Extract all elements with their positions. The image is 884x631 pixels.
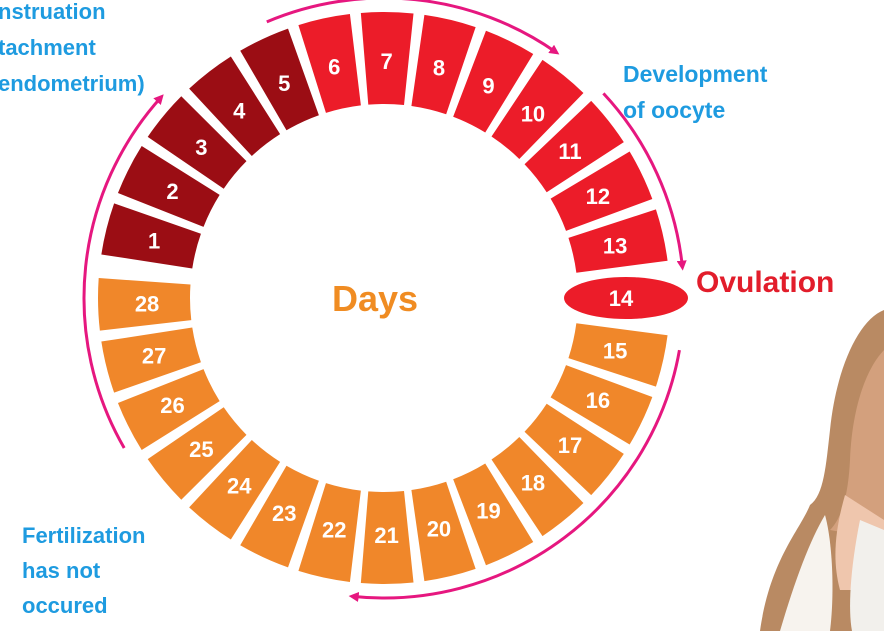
- day-number-label: 26: [160, 393, 184, 418]
- annotation-line: Development: [623, 56, 767, 92]
- day-number-label: 2: [166, 179, 178, 204]
- fertilization-annotation: Fertilization has not occured: [22, 518, 145, 623]
- day-segment-14: 14: [564, 277, 688, 319]
- day-number-label: 20: [427, 517, 451, 542]
- day-number-label: 24: [227, 474, 252, 499]
- annotation-line: tachment: [0, 30, 145, 66]
- day-number-label: 21: [374, 523, 398, 548]
- day-number-label: 10: [521, 102, 545, 127]
- development-annotation: Development of oocyte: [623, 56, 767, 128]
- day-number-label: 12: [586, 184, 610, 209]
- day-number-label: 16: [586, 388, 610, 413]
- annotation-line: endometrium): [0, 66, 145, 102]
- day-number-label: 9: [482, 73, 494, 98]
- day-segment-21: 21: [361, 491, 414, 584]
- day-number-label: 27: [142, 344, 166, 369]
- woman-photo: [740, 290, 884, 631]
- annotation-line: of oocyte: [623, 92, 767, 128]
- day-number-label: 3: [195, 135, 207, 160]
- day-number-label: 8: [433, 55, 445, 80]
- day-number-label: 17: [558, 433, 582, 458]
- day-number-label: 7: [381, 49, 393, 74]
- day-number-label: 18: [521, 470, 545, 495]
- annotation-line: nstruation: [0, 0, 145, 30]
- center-label: Days: [332, 278, 418, 320]
- day-segment-28: 28: [98, 278, 191, 331]
- annotation-line: has not: [22, 553, 145, 588]
- day-number-label: 23: [272, 501, 296, 526]
- day-number-label: 4: [233, 98, 246, 123]
- menstruation-annotation: nstruation tachment endometrium): [0, 0, 145, 102]
- annotation-line: occured: [22, 588, 145, 623]
- day-number-label: 5: [278, 71, 290, 96]
- day-number-label: 14: [609, 286, 634, 311]
- day-number-label: 13: [603, 234, 627, 259]
- day-number-label: 19: [476, 499, 500, 524]
- day-number-label: 15: [603, 338, 627, 363]
- day-number-label: 22: [322, 518, 346, 543]
- day-number-label: 11: [558, 139, 581, 164]
- day-number-label: 1: [148, 228, 160, 253]
- day-number-label: 25: [189, 437, 213, 462]
- day-number-label: 28: [135, 291, 159, 316]
- day-segment-7: 7: [361, 12, 414, 105]
- day-number-label: 6: [328, 54, 340, 79]
- annotation-line: Fertilization: [22, 518, 145, 553]
